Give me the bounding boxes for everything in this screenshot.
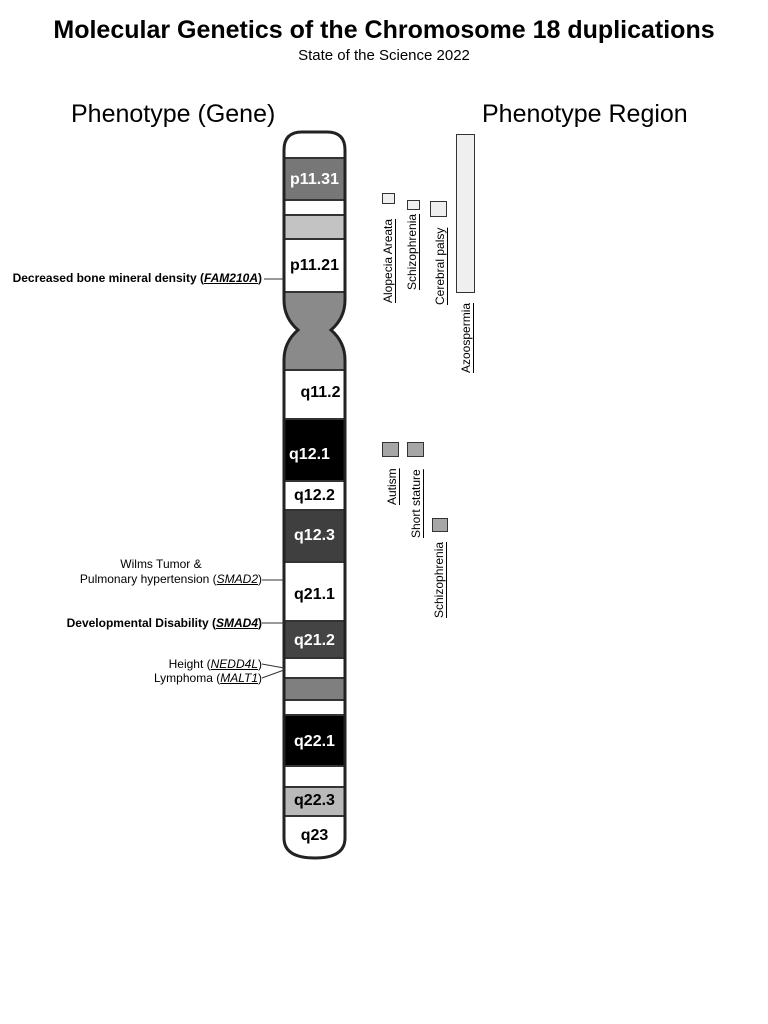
region-box-alopecia [382, 193, 395, 204]
band-q21-1 [284, 561, 345, 622]
band-label-q21-2: q21.2 [294, 632, 335, 649]
region-label-autism: Autism [385, 468, 399, 505]
band-label-p11-21: p11.21 [290, 257, 339, 274]
band-label-q12-1: q12.1 [289, 446, 330, 463]
band-label-q23: q23 [300, 827, 329, 844]
band-q21-32 [284, 677, 345, 701]
phenotype-developmental-disability: Developmental Disability (SMAD4) [66, 616, 262, 630]
band-label-q22-3: q22.3 [294, 792, 335, 809]
band-label-q12-3: q12.3 [294, 527, 335, 544]
region-box-schizophrenia-p [407, 200, 420, 210]
band-q21-33 [284, 699, 345, 716]
region-label-short-stature: Short stature [409, 469, 423, 538]
page-subtitle: State of the Science 2022 [298, 47, 470, 64]
leader-lines [261, 278, 285, 679]
region-box-schizophrenia-q [432, 518, 448, 532]
gene-malt1[interactable]: MALT1 [220, 671, 258, 685]
band-label-q11-2: q11.2 [300, 384, 341, 401]
gene-nedd4l[interactable]: NEDD4L [210, 657, 258, 671]
band-q21-31 [284, 657, 345, 679]
phenotype-lymphoma: Lymphoma (MALT1) [153, 671, 262, 685]
band-label-q21-1: q21.1 [294, 586, 335, 603]
gene-fam210a[interactable]: FAM210A [203, 271, 258, 285]
region-box-cerebral-palsy [430, 201, 447, 217]
region-label-cerebral-palsy: Cerebral palsy [433, 227, 447, 305]
band-centromere [284, 291, 345, 371]
band-label-q12-2: q12.2 [294, 487, 335, 504]
phenotype-bone-density: Decreased bone mineral density (FAM210A) [12, 271, 262, 285]
band-q23 [284, 815, 345, 858]
gene-smad4[interactable]: SMAD4 [215, 616, 258, 630]
page-title: Molecular Genetics of the Chromosome 18 … [53, 16, 715, 44]
band-q12-3 [284, 509, 345, 563]
phenotype-height: Height (NEDD4L) [168, 657, 262, 671]
band-p11-22 [284, 214, 345, 240]
gene-smad2[interactable]: SMAD2 [216, 572, 258, 586]
band-p11-23 [284, 199, 345, 216]
right-heading: Phenotype Region [482, 100, 688, 128]
region-box-autism [382, 442, 399, 457]
region-box-azoospermia [456, 134, 475, 293]
chromosome-outline [282, 130, 347, 860]
band-label-p11-31: p11.31 [290, 171, 339, 188]
region-label-azoospermia: Azoospermia [459, 302, 473, 373]
region-label-schizophrenia-p: Schizophrenia [405, 213, 419, 290]
region-label-schizophrenia-q: Schizophrenia [432, 541, 446, 618]
left-heading: Phenotype (Gene) [71, 100, 276, 128]
region-box-short-stature [407, 442, 424, 457]
region-label-alopecia: Alopecia Areata [381, 218, 395, 303]
band-q22-2 [284, 765, 345, 788]
phenotype-wilms-pulmonary: Wilms Tumor &Pulmonary hypertension (SMA… [79, 557, 262, 586]
band-label-q22-1: q22.1 [294, 733, 335, 750]
